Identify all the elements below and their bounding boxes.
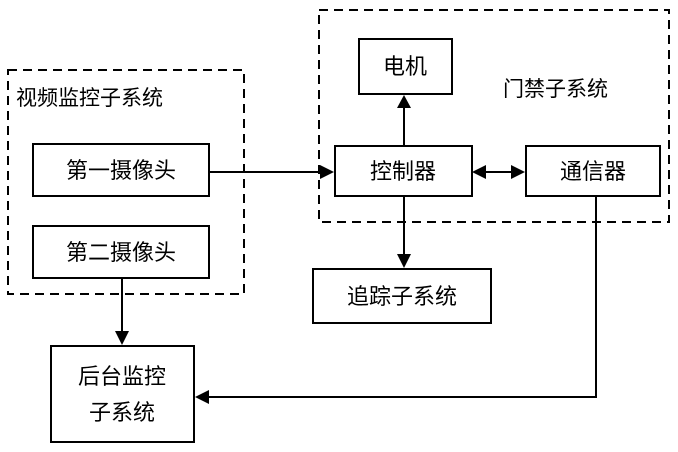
tracking-label: 追踪子系统 — [347, 285, 457, 310]
backend-monitoring-node: 后台监控 子系统 — [51, 346, 194, 442]
camera2-label: 第二摄像头 — [66, 241, 176, 266]
communicator-node: 通信器 — [526, 146, 660, 196]
motor-label: 电机 — [383, 55, 427, 80]
camera1-label: 第一摄像头 — [66, 159, 176, 184]
arrowhead-communicator-bidir — [511, 165, 525, 179]
arrowhead-controller-bidir — [472, 165, 486, 179]
motor-node: 电机 — [359, 39, 452, 94]
tracking-node: 追踪子系统 — [313, 269, 491, 323]
arrowhead-backend-top-in — [115, 331, 129, 345]
backend-label-line2: 子系统 — [89, 401, 155, 426]
arrowhead-controller-in — [320, 165, 334, 179]
controller-node: 控制器 — [335, 146, 472, 196]
video-monitoring-group-label: 视频监控子系统 — [16, 86, 163, 110]
controller-label: 控制器 — [370, 160, 436, 185]
camera1-node: 第一摄像头 — [33, 144, 209, 196]
communicator-label: 通信器 — [560, 160, 626, 185]
camera2-node: 第二摄像头 — [33, 226, 209, 278]
arrowhead-backend-right-in — [195, 390, 209, 404]
backend-label-line1: 后台监控 — [78, 365, 166, 390]
arrowhead-motor-in — [397, 95, 411, 108]
access-control-group-label: 门禁子系统 — [503, 77, 608, 101]
arrowhead-tracking-in — [397, 254, 411, 268]
